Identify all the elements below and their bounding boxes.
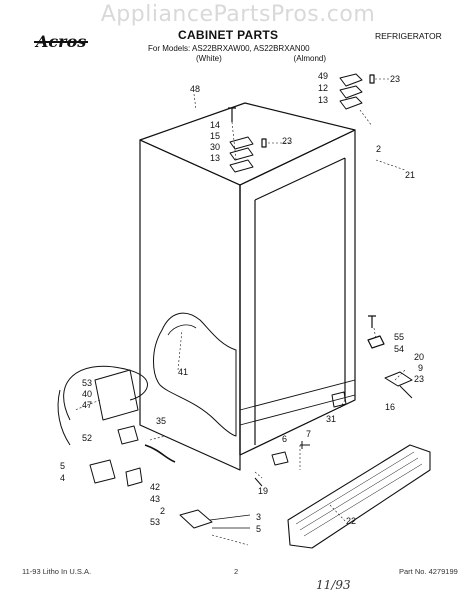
appliance-category: REFRIGERATOR — [375, 31, 442, 41]
callout-7: 7 — [306, 429, 311, 439]
screw-14 — [228, 107, 236, 122]
bracket-54 — [367, 335, 385, 349]
callout-42: 42 — [150, 482, 160, 492]
watermark: AppliancePartsPros.com — [100, 2, 376, 27]
valve-4 — [89, 459, 116, 484]
callout-47: 47 — [82, 400, 92, 410]
callout-48: 48 — [190, 84, 200, 94]
callout-53b: 53 — [150, 517, 160, 527]
callout-5b: 5 — [256, 524, 261, 534]
base-grille — [287, 444, 431, 549]
callout-13: 13 — [318, 95, 328, 105]
callout-21: 21 — [405, 170, 415, 180]
screw-55 — [368, 315, 376, 328]
clip-31 — [331, 391, 347, 408]
callout-31: 31 — [326, 414, 336, 424]
callout-53: 53 — [82, 378, 92, 388]
handwritten-mark: 11/93 — [316, 578, 351, 592]
page-number: 2 — [234, 567, 239, 576]
junction-box — [94, 369, 139, 421]
screw-23a — [261, 138, 267, 148]
callout-16: 16 — [385, 402, 395, 412]
brand-logo: Acros — [33, 32, 89, 51]
bracket-6 — [271, 451, 289, 466]
variant-white: (White) — [196, 54, 222, 63]
drain-tube-35 — [144, 444, 176, 463]
screw-19 — [254, 477, 263, 487]
callout-23c: 23 — [414, 374, 424, 384]
callout-14: 14 — [210, 120, 220, 130]
fitting-42 — [125, 467, 143, 487]
callout-15: 15 — [210, 131, 220, 141]
screw-7 — [300, 441, 310, 449]
part-number: Part No. 4279199 — [399, 567, 458, 576]
callout-20: 20 — [414, 352, 424, 362]
callout-6: 6 — [282, 434, 287, 444]
hinge-part-top-right — [339, 73, 363, 110]
callout-9: 9 — [418, 363, 423, 373]
callout-5: 5 — [60, 461, 65, 471]
callout-2: 2 — [376, 144, 381, 154]
callout-41: 41 — [178, 367, 188, 377]
callout-55: 55 — [394, 332, 404, 342]
fitting-2 — [179, 509, 213, 529]
callout-52: 52 — [82, 433, 92, 443]
models-line: For Models: AS22BRXAW00, AS22BRXAN00 — [148, 44, 310, 53]
variant-almond: (Almond) — [293, 54, 326, 63]
callout-13b: 13 — [210, 153, 220, 163]
compressor-recess — [153, 312, 237, 437]
cabinet-top-face — [139, 102, 356, 186]
hinge-part-top-left — [229, 136, 254, 173]
power-cord — [63, 365, 148, 421]
callout-22: 22 — [346, 516, 356, 526]
screw-23b — [369, 74, 375, 84]
callout-23: 23 — [390, 74, 400, 84]
page-title: CABINET PARTS — [178, 28, 279, 42]
callout-23b: 23 — [282, 136, 292, 146]
footer-print-note: 11-93 Litho In U.S.A. — [22, 567, 92, 576]
color-variants: (White) (Almond) — [196, 54, 326, 63]
callout-49: 49 — [318, 71, 328, 81]
callout-2b: 2 — [160, 506, 165, 516]
callout-3: 3 — [256, 512, 261, 522]
bracket-16 — [384, 371, 413, 399]
callout-19: 19 — [258, 486, 268, 496]
relay-52 — [117, 425, 139, 445]
callout-12: 12 — [318, 83, 328, 93]
callout-40: 40 — [82, 389, 92, 399]
callout-30: 30 — [210, 142, 220, 152]
callout-4: 4 — [60, 473, 65, 483]
callout-43: 43 — [150, 494, 160, 504]
cabinet-front-face — [139, 139, 241, 471]
callout-54: 54 — [394, 344, 404, 354]
callout-35: 35 — [156, 416, 166, 426]
